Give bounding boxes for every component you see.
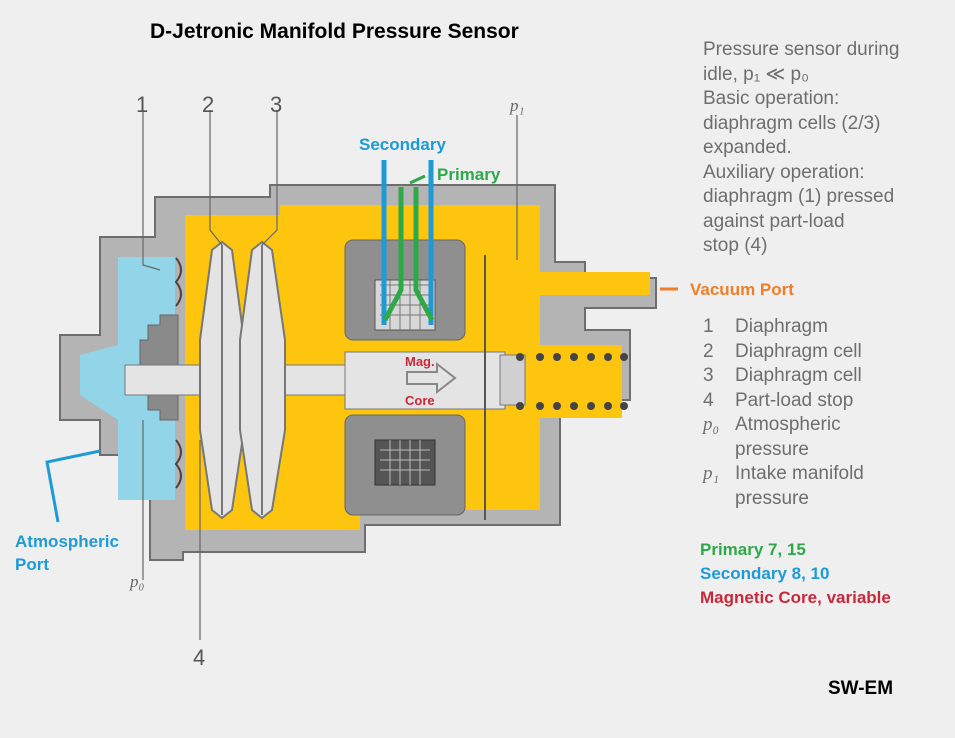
legend-key: 4 [703, 389, 714, 411]
core-label: Core [405, 393, 435, 408]
leader-lines [142, 110, 518, 640]
diaphragm [174, 257, 182, 489]
secondary-spec: Secondary 8, 10 [700, 564, 830, 583]
legend-row: 3 Diaphragm cell [703, 364, 948, 389]
legend-label: pressure [735, 438, 809, 460]
legend-label: Atmospheric [735, 414, 841, 435]
primary-coil-leads [382, 174, 435, 322]
desc-line: Pressure sensor during [703, 39, 900, 60]
legend-key: 2 [703, 340, 714, 362]
arrow-icon [406, 361, 457, 395]
desc-line: Basic operation: [703, 88, 840, 109]
part-label-3: 3 [270, 92, 283, 117]
desc-line: stop (4) [703, 235, 768, 256]
legend-key: p₁ [703, 463, 720, 484]
atmospheric-port-line1: Atmospheric [15, 532, 119, 551]
legend-label: Intake manifold [735, 463, 864, 484]
legend-row: 2 Diaphragm cell [703, 340, 948, 365]
p1-label: p₁ [510, 96, 525, 115]
legend-row: 1 Diaphragm [703, 315, 948, 340]
desc-line: diaphragm cells (2/3) [703, 112, 881, 134]
coil-spec-notes: Primary 7, 15 Secondary 8, 10 Magnetic C… [700, 538, 891, 610]
legend-row: pressure [703, 438, 948, 463]
desc-line: against part-load [703, 210, 845, 232]
legend-row: pressure [703, 487, 948, 512]
legend-label: Diaphragm [735, 316, 828, 337]
legend-row: p₀ Atmospheric [703, 413, 948, 438]
legend-label: Diaphragm cell [735, 365, 862, 386]
part-label-4: 4 [193, 645, 206, 670]
legend-key: p₀ [703, 414, 720, 435]
secondary-callout: Secondary [359, 135, 446, 154]
legend-key [703, 438, 735, 463]
vacuum-port-callout: Vacuum Port [690, 280, 794, 299]
magnetic-core [344, 351, 526, 410]
desc-line: expanded. [703, 137, 792, 158]
part-label-2: 2 [202, 92, 215, 117]
primary-callout: Primary [437, 165, 501, 184]
atmospheric-port-line2: Port [15, 555, 49, 574]
legend-row: 4 Part-load stop [703, 389, 948, 414]
legend-key: 3 [703, 365, 714, 386]
legend-key: 1 [703, 316, 714, 337]
desc-line: diaphragm (1) pressed [703, 186, 895, 207]
primary-spec: Primary 7, 15 [700, 540, 806, 559]
desc-line: Auxiliary operation: [703, 161, 865, 183]
p0-label: p₀ [130, 572, 145, 591]
legend-label: Part-load stop [735, 389, 854, 411]
secondary-coil-leads [381, 160, 434, 325]
legend-key [703, 487, 735, 512]
legend-label: pressure [735, 487, 809, 509]
atmospheric-port-callout: Atmospheric Port [15, 530, 119, 576]
legend-row: p₁ Intake manifold [703, 462, 948, 487]
operation-description: Pressure sensor during idle, p₁ ≪ p₀ Bas… [703, 38, 948, 259]
spring [516, 353, 628, 410]
part-label-1: 1 [136, 92, 149, 117]
mag-label: Mag. [405, 354, 435, 369]
diaphragm-cells [199, 240, 286, 520]
atmospheric-port-pointer [45, 449, 101, 523]
page-title: D-Jetronic Manifold Pressure Sensor [150, 20, 519, 43]
magnetic-core-spec: Magnetic Core, variable [700, 588, 891, 607]
desc-line: idle, p₁ ≪ p₀ [703, 63, 810, 85]
author-credit: SW-EM [828, 678, 894, 699]
legend-label: Diaphragm cell [735, 340, 862, 362]
